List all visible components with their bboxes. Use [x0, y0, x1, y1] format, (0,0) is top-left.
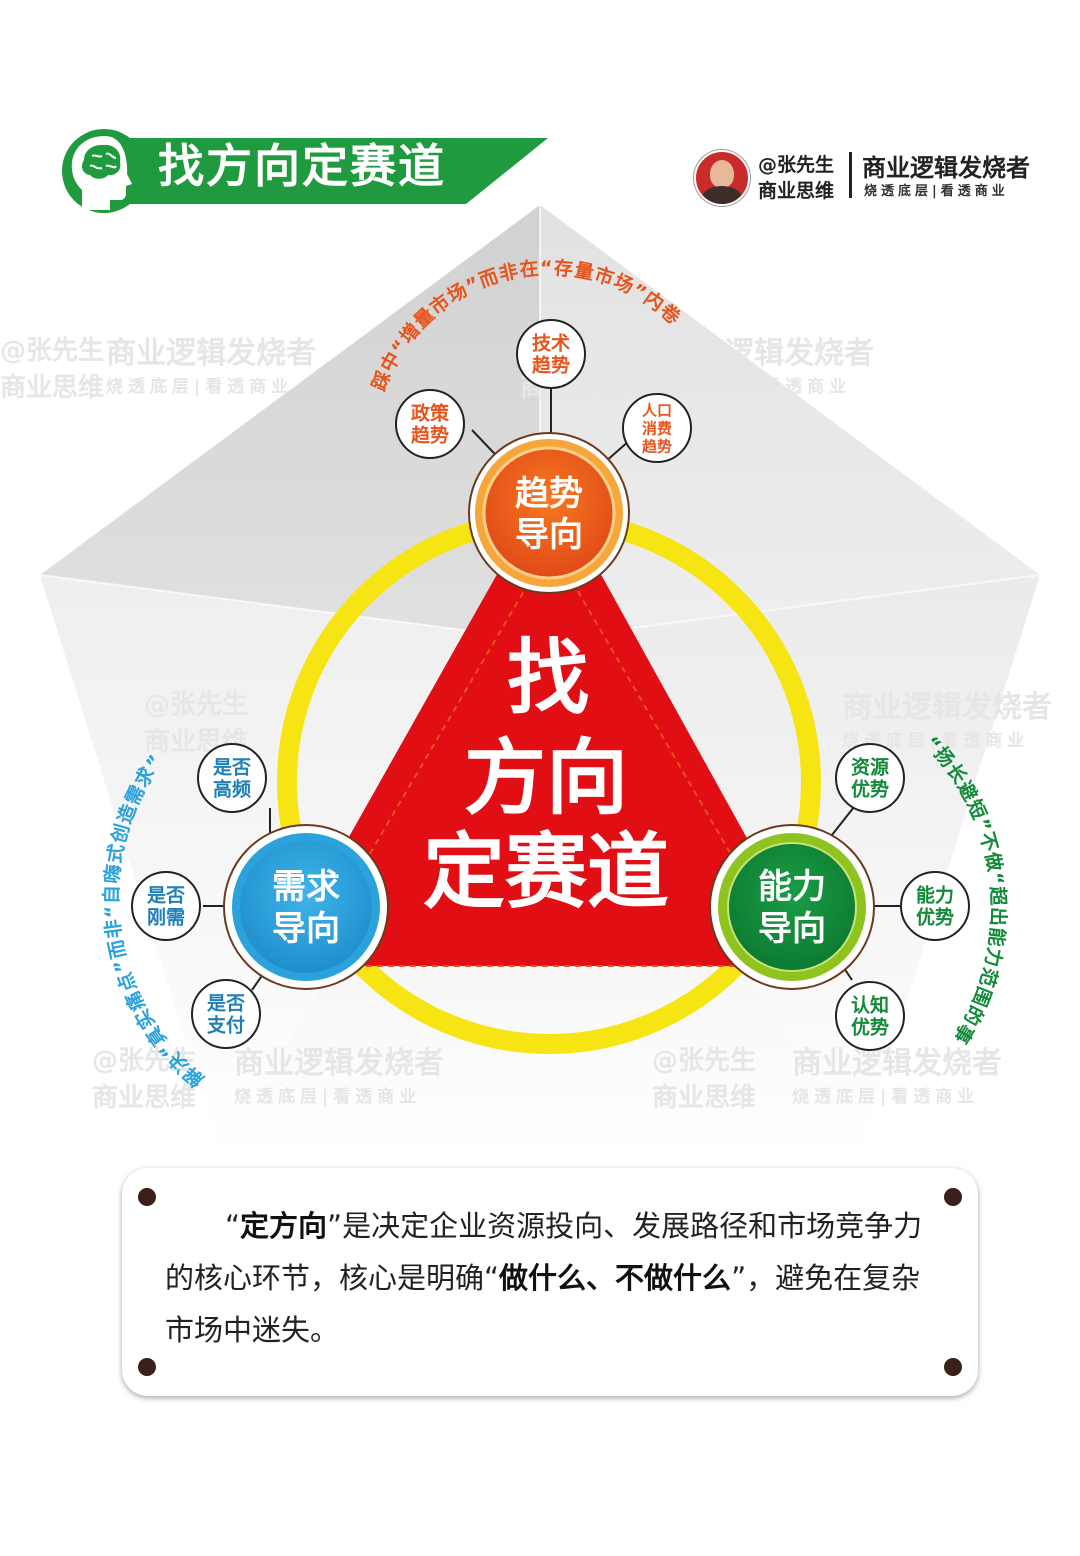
brand-tagline: 烧透底层|看透商业	[864, 184, 1009, 199]
center-text-line2: 方向	[464, 731, 628, 826]
description-text: “定方向”是决定企业资源投向、发展路径和市场竞争力的核心环节，核心是明确“做什么…	[165, 1209, 923, 1347]
trend-hub-line2: 导向	[515, 515, 583, 555]
corner-dot	[138, 1358, 156, 1376]
corner-dot	[944, 1188, 962, 1206]
capability-hub-line1: 能力	[758, 867, 826, 907]
author-subtitle: 商业思维	[758, 180, 835, 202]
center-text-line1: 找	[507, 631, 589, 726]
satellite-circle	[516, 319, 586, 389]
highlight-term: 做什么、不做什么	[499, 1261, 732, 1295]
satellite-label: 趋势	[532, 354, 570, 377]
satellite-label: 资源	[851, 756, 889, 779]
satellite-label: 消费	[642, 419, 672, 437]
satellite-circle	[835, 981, 905, 1051]
watermark: @张先生商业思维	[652, 1046, 757, 1113]
highlight-term: 定方向	[240, 1209, 328, 1243]
author-handle: @张先生	[758, 154, 835, 176]
watermark: 商业逻辑发烧者烧透底层|看透商业	[792, 1046, 1002, 1107]
satellite-label: 趋势	[642, 437, 672, 455]
satellite-circle	[197, 743, 267, 813]
satellite-circle	[395, 389, 465, 459]
satellite-label: 高频	[213, 778, 251, 801]
description-box	[122, 1168, 978, 1396]
satellite-label: 人口	[642, 401, 672, 419]
brand-name: 商业逻辑发烧者	[862, 154, 1030, 182]
watermark: @张先生商业思维	[0, 336, 105, 403]
satellite-label: 趋势	[411, 424, 449, 447]
corner-dot	[944, 1358, 962, 1376]
watermark: @张先生商业思维	[144, 690, 249, 757]
satellite-circle	[191, 979, 261, 1049]
satellite-circle	[622, 393, 692, 463]
satellite-circle	[131, 871, 201, 941]
satellite-label: 是否	[207, 993, 245, 1015]
satellite-circle	[835, 743, 905, 813]
satellite-circle	[900, 871, 970, 941]
demand-hub: 需求 导向	[223, 824, 389, 990]
author-avatar	[694, 150, 750, 206]
satellite-label: 刚需	[147, 907, 185, 929]
satellite-label: 技术	[532, 332, 570, 355]
satellite-label: 优势	[851, 1016, 889, 1039]
corner-dot	[138, 1188, 156, 1206]
satellite-label: 支付	[206, 1014, 245, 1037]
trend-hub-line1: 趋势	[515, 474, 583, 514]
brain-head-icon	[71, 136, 132, 210]
satellite-label: 是否	[147, 885, 185, 907]
watermark: 商业逻辑发烧者烧透底层|看透商业	[842, 690, 1052, 751]
capability-hub: 能力 导向	[709, 824, 875, 990]
red-triangle	[282, 496, 811, 966]
demand-hub-line1: 需求	[272, 867, 340, 907]
satellite-label: 认知	[851, 994, 889, 1017]
title-banner	[120, 138, 548, 204]
satellite-label: 优势	[851, 778, 889, 801]
demand-hub-line2: 导向	[272, 909, 340, 949]
satellite-label: 是否	[213, 757, 251, 779]
trend-hub: 趋势 导向	[468, 432, 630, 594]
capability-hub-line2: 导向	[758, 909, 826, 949]
divider	[849, 152, 852, 198]
center-text-line3: 定赛道	[423, 825, 669, 920]
dashed-triangle	[302, 543, 798, 967]
watermark: 商业逻辑发烧者烧透底层|看透商业	[664, 336, 874, 397]
watermark: 商业逻辑发烧者烧透底层|看透商业	[234, 1046, 444, 1107]
page-title: 找方向定赛道	[158, 139, 446, 193]
watermark: @张先生商业思维	[92, 1046, 197, 1113]
satellite-label: 优势	[916, 906, 954, 929]
satellite-label: 政策	[411, 402, 450, 425]
satellite-label: 能力	[916, 884, 954, 907]
watermark: 商业逻辑发烧者烧透底层|看透商业	[106, 336, 316, 397]
